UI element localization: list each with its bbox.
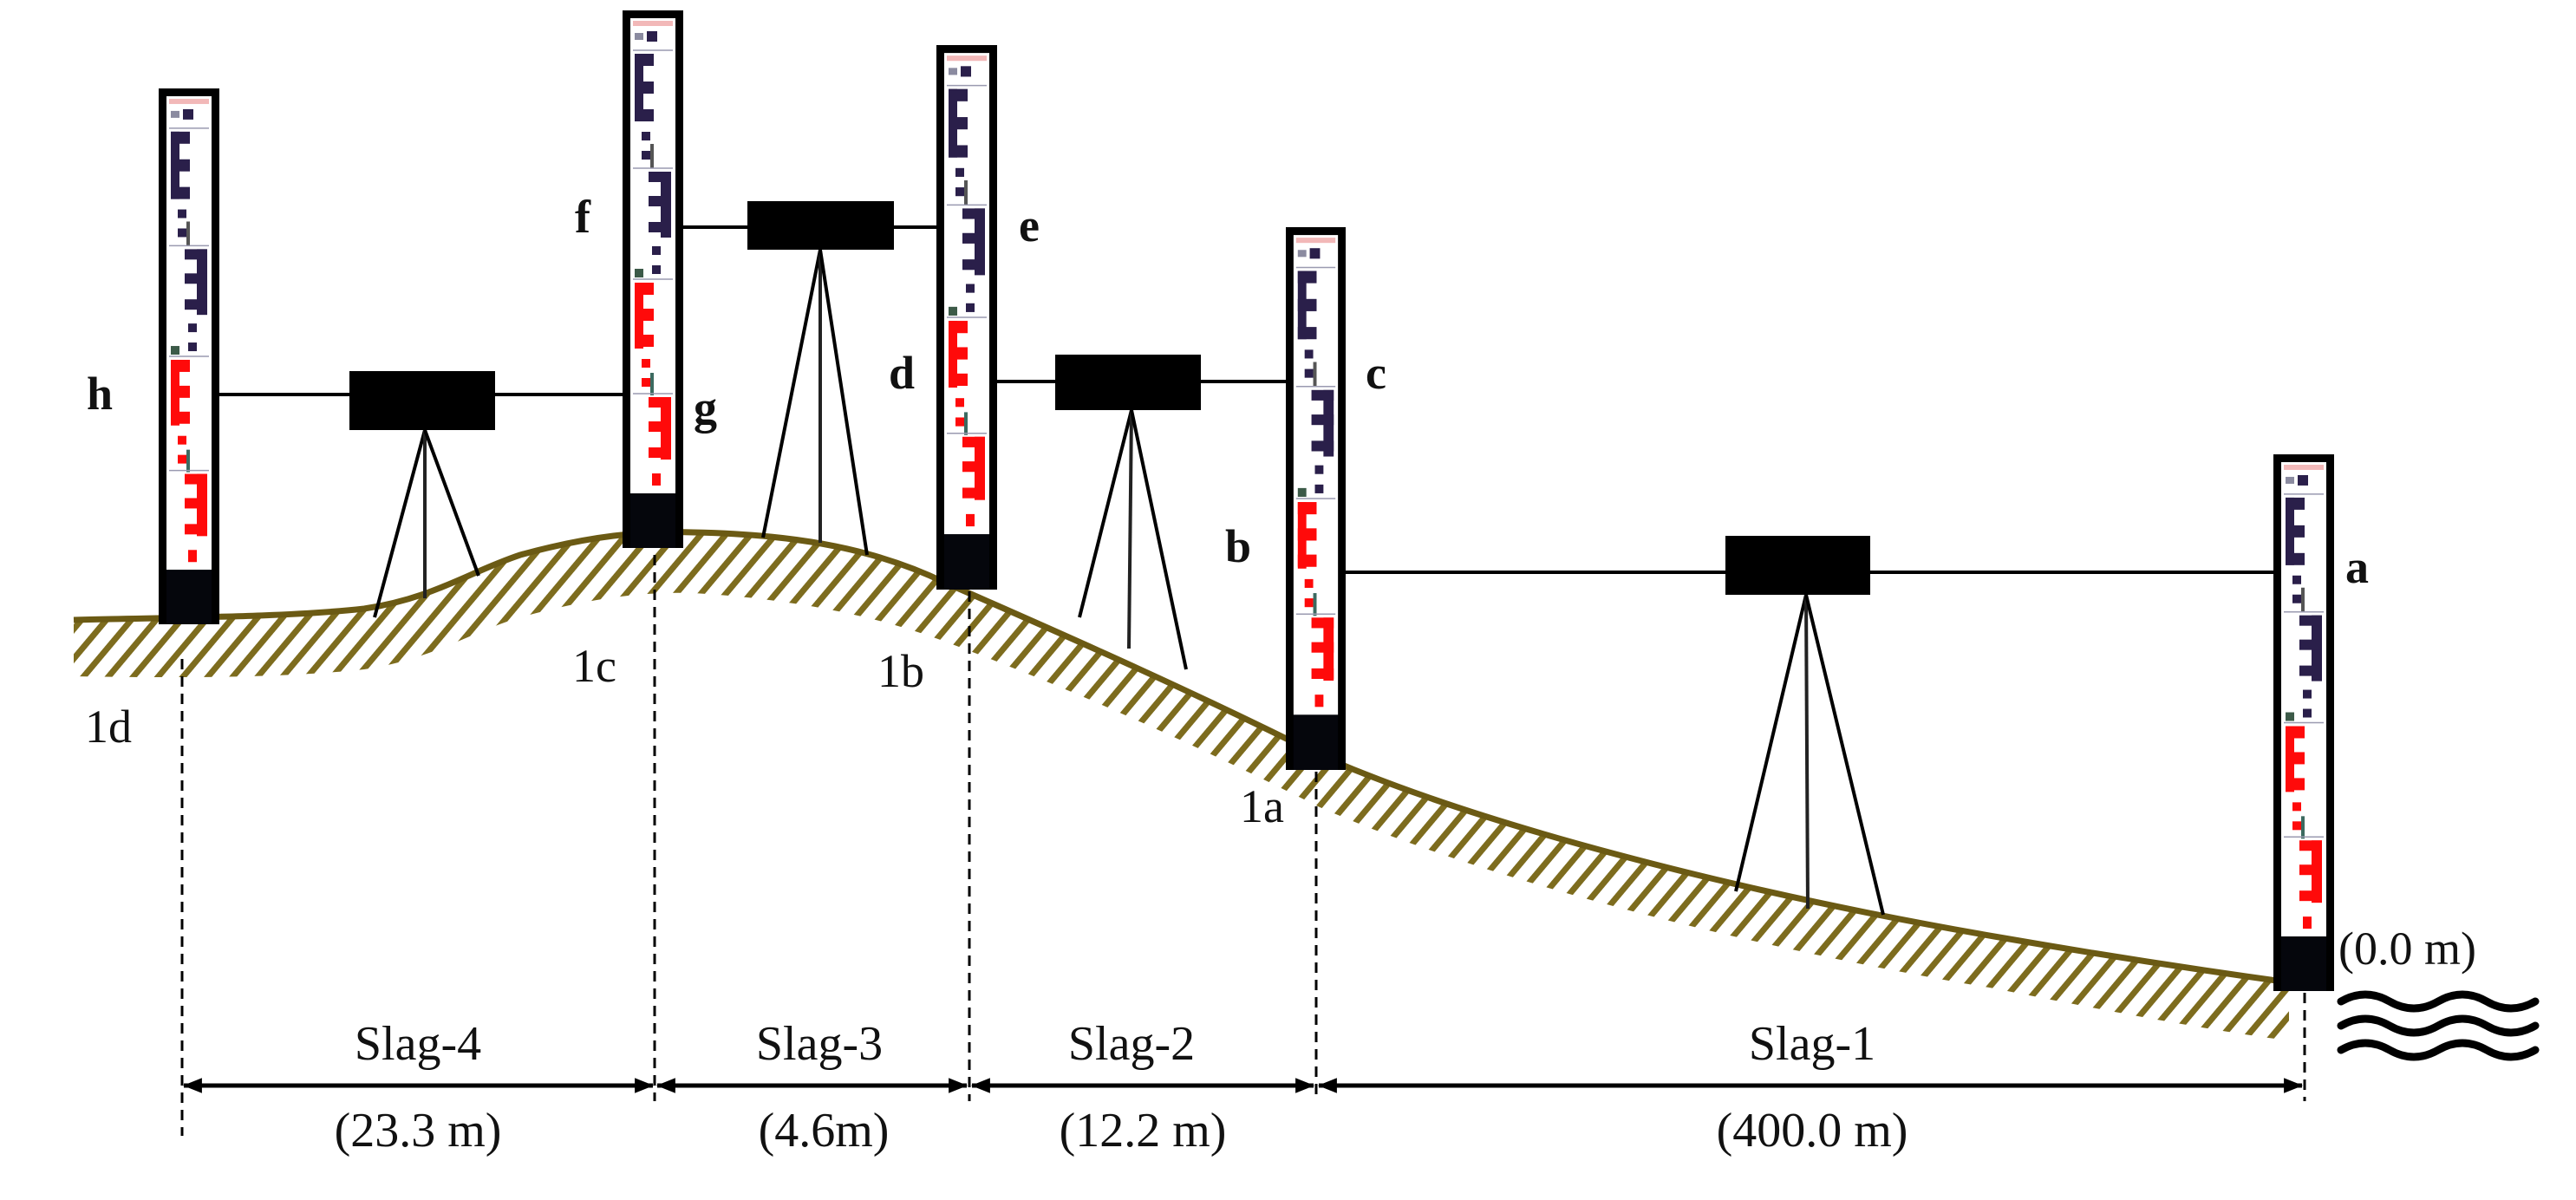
- label-a: a: [2345, 541, 2369, 593]
- label-1b: 1b: [877, 645, 924, 697]
- segment-name: Slag-1: [1749, 1017, 1875, 1071]
- segment-distance: (400.0 m): [1717, 1104, 1908, 1158]
- instrument-slag-2: [1055, 355, 1201, 670]
- label-1c: 1c: [572, 640, 616, 692]
- station-labels: 1d 1c 1b 1a: [85, 640, 1284, 832]
- instrument-slag-1: [1725, 536, 1885, 916]
- staff-a: [2273, 454, 2334, 991]
- segment-name: Slag-2: [1068, 1017, 1195, 1071]
- leveling-staves: [159, 10, 2334, 991]
- ground-surface-line: [73, 529, 2290, 986]
- label-b: b: [1225, 520, 1251, 572]
- staff-c-b: [1286, 227, 1346, 770]
- segment-dimensions: Slag-4 (23.3 m) Slag-3 (4.6m) Slag-2 (12…: [182, 1017, 2304, 1158]
- instrument-slag-3: [747, 201, 894, 556]
- level-instrument-icon: [349, 371, 495, 430]
- segment-slag-1: Slag-1 (400.0 m): [1317, 1017, 2304, 1158]
- segment-slag-4: Slag-4 (23.3 m): [182, 1017, 655, 1158]
- segment-distance: (23.3 m): [335, 1104, 502, 1158]
- label-g: g: [694, 382, 717, 434]
- sight-point-labels: h g f e d c b a: [87, 191, 2369, 593]
- segment-name: Slag-3: [756, 1017, 883, 1071]
- segment-name: Slag-4: [355, 1017, 481, 1071]
- level-instrument-icon: [1055, 355, 1201, 410]
- level-instrument-icon: [747, 201, 894, 250]
- datum-marker: (0.0 m): [2337, 923, 2540, 1061]
- label-f: f: [575, 191, 591, 243]
- segment-slag-2: Slag-2 (12.2 m): [970, 1017, 1315, 1158]
- ground-profile: [73, 529, 2290, 1040]
- station-reference-lines: [180, 555, 2306, 1136]
- water-waves-icon: [2337, 990, 2540, 1061]
- staff-e-d: [936, 45, 997, 590]
- staff-h: [159, 88, 219, 624]
- segment-slag-3: Slag-3 (4.6m): [655, 1017, 968, 1158]
- segment-distance: (12.2 m): [1060, 1104, 1227, 1158]
- level-instrument-icon: [1725, 536, 1870, 595]
- label-d: d: [889, 347, 915, 399]
- label-c: c: [1366, 347, 1386, 399]
- label-1d: 1d: [85, 701, 132, 753]
- label-1a: 1a: [1240, 780, 1284, 832]
- instrument-slag-4: [349, 371, 495, 618]
- segment-distance: (4.6m): [759, 1104, 890, 1158]
- staff-f-g: [623, 10, 683, 548]
- datum-elevation-label: (0.0 m): [2338, 923, 2476, 975]
- label-h: h: [87, 368, 113, 420]
- ground-hatching: [74, 532, 2289, 1040]
- label-e: e: [1019, 199, 1040, 251]
